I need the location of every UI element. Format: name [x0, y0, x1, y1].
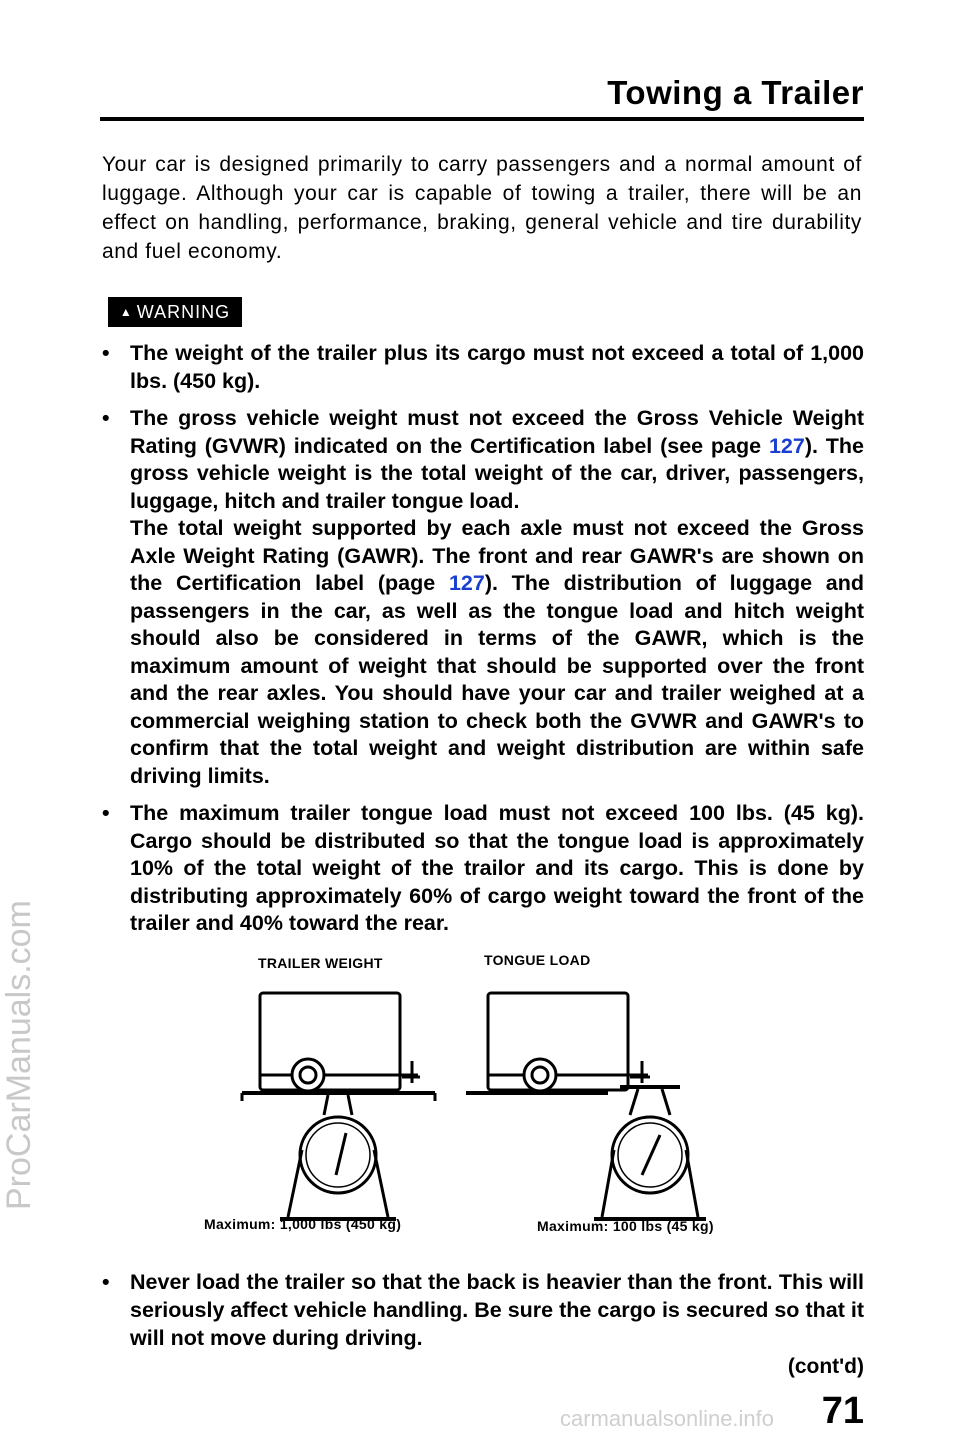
- bullet-text: The gross vehicle weight must not exceed…: [130, 406, 864, 458]
- trailer-on-scale-right: [466, 991, 706, 1221]
- list-item: • Never load the trailer so that the bac…: [102, 1268, 864, 1352]
- bullet-text: Never load the trailer so that the back …: [130, 1270, 864, 1350]
- trailer-scales-illustration: [240, 991, 706, 1221]
- bullet-text: The maximum trailer tongue load must not…: [130, 801, 864, 935]
- page-title: Towing a Trailer: [607, 74, 864, 111]
- page-127-link[interactable]: 127: [768, 433, 805, 458]
- title-divider: [100, 117, 864, 121]
- list-item: • The gross vehicle weight must not exce…: [102, 405, 864, 515]
- warning-triangle-icon: ▲: [119, 305, 133, 319]
- list-item-continued: The total weight supported by each axle …: [102, 515, 864, 790]
- intro-paragraph: Your car is designed primarily to carry …: [102, 153, 862, 263]
- trailer-weighing-figure: TRAILER WEIGHT TONGUE LOAD: [204, 950, 790, 1240]
- side-watermark: ProCarManuals.com: [0, 900, 38, 1210]
- tongue-load-caption: Maximum: 100 lbs (45 kg): [537, 1218, 714, 1234]
- warning-list: • The weight of the trailer plus its car…: [102, 340, 864, 948]
- continued-marker: (cont'd): [787, 1355, 864, 1378]
- page-number: 71: [821, 1390, 864, 1432]
- list-item: • The maximum trailer tongue load must n…: [102, 800, 864, 938]
- trailer-on-scale-left: [240, 991, 437, 1221]
- bullet-icon: •: [102, 801, 110, 825]
- bottom-watermark: carmanualsonline.info: [560, 1406, 775, 1431]
- list-item: • The weight of the trailer plus its car…: [102, 340, 864, 395]
- warning-badge: ▲ WARNING: [108, 297, 242, 327]
- bullet-text: The weight of the trailer plus its cargo…: [130, 341, 864, 393]
- bullet-text: The total weight supported by each axle …: [130, 516, 864, 595]
- bullet-icon: •: [102, 1270, 110, 1294]
- trailer-weight-caption: Maximum: 1,000 lbs (450 kg): [204, 1216, 402, 1232]
- bullet-text: ). The gross vehicle weight is the total…: [130, 433, 864, 513]
- bullet-text: ). The distribution of luggage and passe…: [130, 571, 864, 788]
- final-warning: • Never load the trailer so that the bac…: [102, 1268, 864, 1352]
- page-127-link[interactable]: 127: [448, 571, 485, 595]
- trailer-weight-label: TRAILER WEIGHT: [258, 955, 383, 971]
- bullet-icon: •: [102, 406, 110, 430]
- warning-label: WARNING: [136, 301, 231, 322]
- tongue-load-label: TONGUE LOAD: [484, 952, 591, 968]
- bullet-icon: •: [102, 341, 110, 365]
